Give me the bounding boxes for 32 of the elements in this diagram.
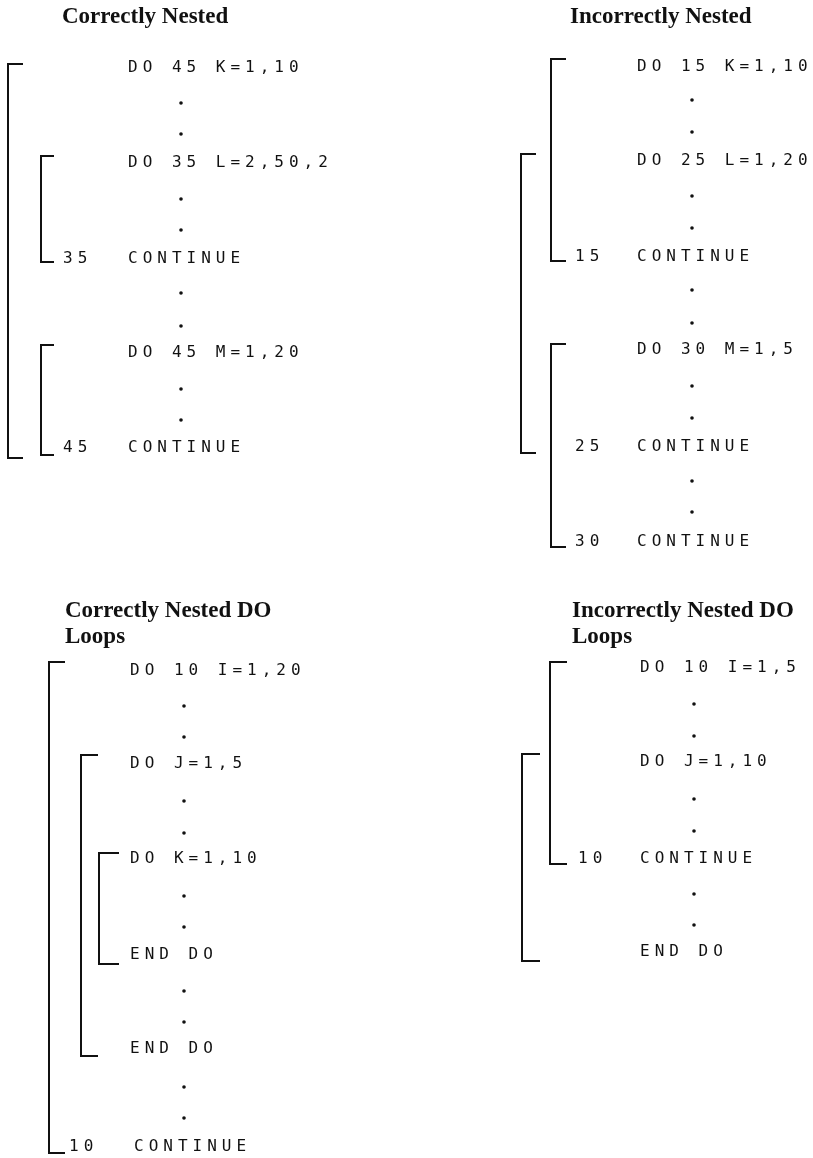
- code-line: DO 25 L=1,20: [637, 149, 813, 171]
- code-line: END DO: [130, 943, 218, 965]
- heading: Correctly Nested: [62, 3, 230, 29]
- code-line: DO 35 L=2,50,2: [128, 151, 333, 173]
- statement-number: 10: [578, 847, 608, 869]
- code-line: END DO: [640, 940, 728, 962]
- statement-number: 25: [575, 435, 605, 457]
- code-line: CONTINUE: [134, 1135, 252, 1157]
- statement-number: 10: [69, 1135, 99, 1157]
- code-line: DO 15 K=1,10: [637, 55, 813, 77]
- code-line: CONTINUE: [128, 436, 246, 458]
- code-line: CONTINUE: [637, 530, 755, 552]
- heading: Incorrectly Nested: [570, 3, 753, 29]
- code-line: DO K=1,10: [130, 847, 262, 869]
- statement-number: 45: [63, 436, 93, 458]
- heading: Incorrectly Nested DO Loops: [572, 597, 795, 649]
- code-line: DO 10 I=1,20: [130, 659, 306, 681]
- code-line: CONTINUE: [637, 245, 755, 267]
- code-line: CONTINUE: [637, 435, 755, 457]
- code-line: DO J=1,5: [130, 752, 248, 774]
- code-line: DO J=1,10: [640, 750, 772, 772]
- code-line: CONTINUE: [640, 847, 758, 869]
- code-line: CONTINUE: [128, 247, 246, 269]
- code-line: END DO: [130, 1037, 218, 1059]
- heading: Correctly Nested DO Loops: [65, 597, 273, 649]
- statement-number: 15: [575, 245, 605, 267]
- code-line: DO 45 M=1,20: [128, 341, 304, 363]
- code-line: DO 10 I=1,5: [640, 656, 801, 678]
- statement-number: 35: [63, 247, 93, 269]
- code-line: DO 45 K=1,10: [128, 56, 304, 78]
- code-line: DO 30 M=1,5: [637, 338, 798, 360]
- statement-number: 30: [575, 530, 605, 552]
